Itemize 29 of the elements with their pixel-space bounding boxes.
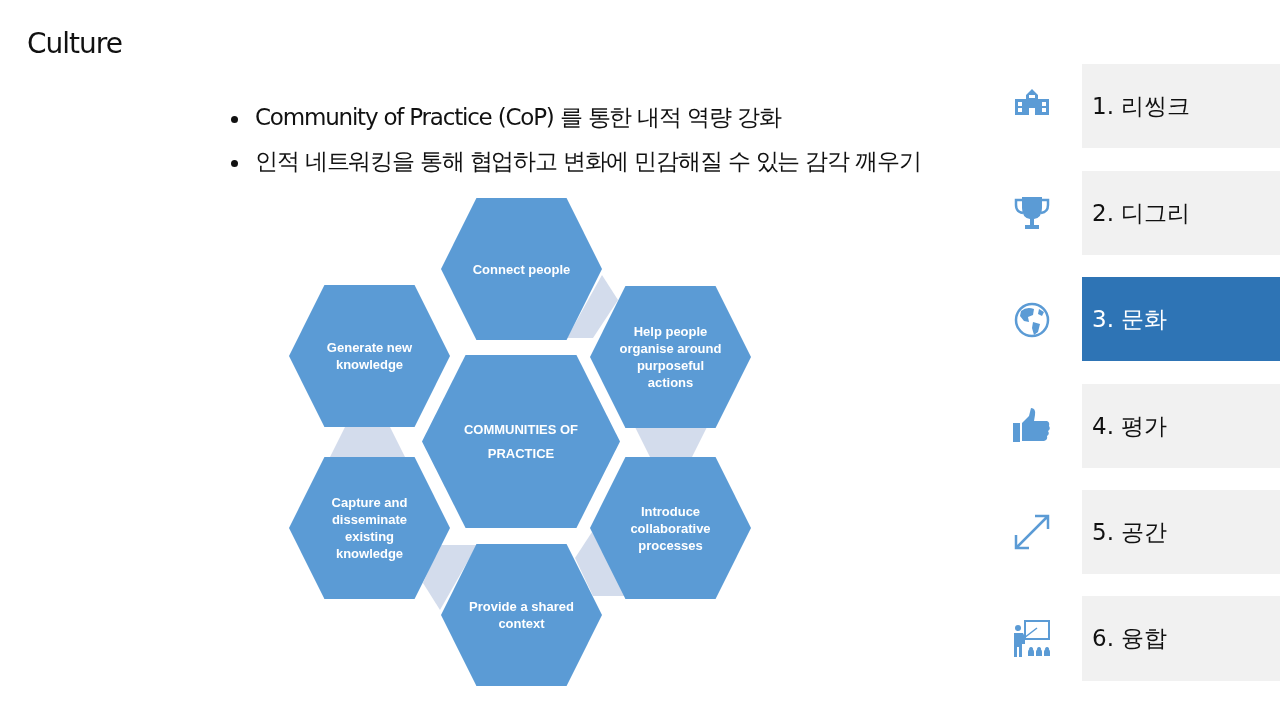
bullet-text: 인적 네트워킹을 통해 협업하고 변화에 민감해질 수 있는 감각 깨우기 [255,147,921,176]
menu-item [1082,277,1280,361]
hexagon-label: Help people organise around purposeful actions [618,323,723,391]
hexagon [422,355,620,528]
hexagon-label: Capture and disseminate existing knowledge [330,494,409,562]
hexagon-label: Connect people [472,260,571,278]
menu-label: 4. 평가 [1092,411,1168,441]
hexagon-label: Provide a shared context [468,598,575,632]
bullet-text: Community of Practice (CoP) 를 통한 내적 역량 강화 [255,103,781,132]
menu-label: 6. 융합 [1092,624,1168,653]
menu-label: 3. 문화 [1092,304,1168,334]
connector-band [423,545,477,610]
hexagon [289,285,450,427]
hexagon [590,286,751,428]
hexagon [590,457,751,599]
connector-band [330,427,405,457]
hexagon-label: Generate new knowledge [325,339,414,373]
menu-label: 5. 공간 [1092,517,1168,547]
menu-label: 2. 디그리 [1092,198,1191,228]
connector-band [635,427,707,457]
hexagon [289,457,450,599]
slide-title: Culture [27,27,122,60]
hexagon [441,198,602,340]
connector-band [567,275,618,338]
hexagon [441,544,602,686]
hexagon-label: COMMUNITIES OF PRACTICE [462,420,580,463]
hexagon-label: Introduce collaborative processes [629,502,712,554]
connector-band [575,532,627,596]
menu-label: 1. 리씽크 [1092,91,1191,121]
